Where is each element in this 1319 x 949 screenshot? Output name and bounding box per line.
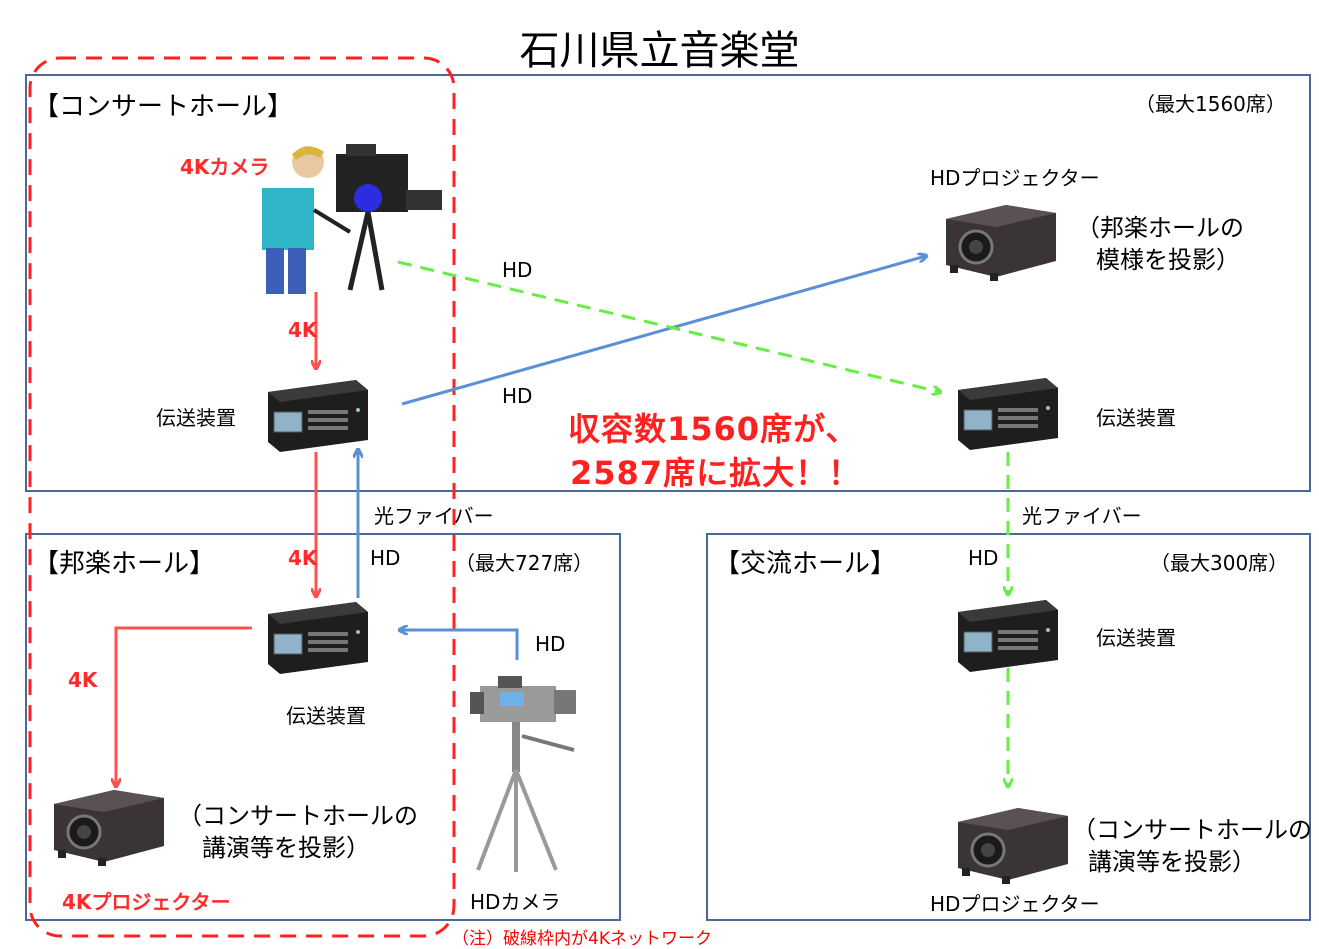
hd-blue-label: HD	[502, 384, 533, 408]
fiber-1-label: 光ファイバー	[374, 504, 494, 528]
hd-up-label: HD	[370, 546, 401, 570]
transmitter-1-label: 伝送装置	[156, 406, 236, 430]
transmitter-1-icon	[267, 379, 369, 453]
transmitter-3-label: 伝送装置	[286, 704, 366, 728]
link-4k-label-a: 4K	[288, 318, 318, 342]
transmitter-2-icon	[957, 377, 1059, 451]
hd-camera-link-label: HD	[535, 632, 566, 656]
transmitter-3-icon	[267, 601, 369, 675]
hogaku-hall-capacity: （最大727席）	[455, 551, 594, 575]
transmitter-2-label: 伝送装置	[1096, 406, 1176, 430]
diagram-title: 石川県立音楽堂	[519, 28, 800, 74]
hd-projector-2-label: HDプロジェクター	[930, 892, 1100, 916]
projector-4k-icon	[52, 788, 166, 868]
koryu-hall-name: 【交流ホール】	[714, 549, 897, 579]
transmitter-4-icon	[957, 599, 1059, 673]
concert-hall-capacity: （最大1560席）	[1135, 92, 1286, 116]
projector-1-desc-2: 模様を投影）	[1096, 246, 1240, 274]
projector-1-desc-1: （邦楽ホールの	[1076, 214, 1244, 242]
hogaku-hall-frame	[25, 533, 621, 921]
hd-projector-1-label: HDプロジェクター	[930, 166, 1100, 190]
hd-green-label: HD	[502, 258, 533, 282]
projector-4k-desc-2: 講演等を投影）	[202, 834, 370, 862]
camera-4k-icon	[262, 144, 442, 294]
headline-line-1: 収容数1560席が、	[568, 410, 859, 448]
transmitter-4-label: 伝送装置	[1096, 626, 1176, 650]
hogaku-hall-name: 【邦楽ホール】	[33, 549, 216, 579]
hd-camera-label: HDカメラ	[470, 890, 561, 914]
link-4k-label-c: 4K	[68, 668, 98, 692]
hd-camera-icon	[470, 676, 576, 872]
headline-line-2: 2587席に拡大！！	[570, 454, 862, 492]
link-4k-label-b: 4K	[288, 546, 318, 570]
arrow-green-camera-to-transmitter	[397, 260, 940, 392]
projector-2-desc-2: 講演等を投影）	[1088, 848, 1256, 876]
hd-projector-2-icon	[956, 806, 1070, 886]
network-4k-frame	[28, 56, 456, 938]
arrow-hogaku-to-4k-projector	[116, 626, 252, 786]
projector-2-desc-1: （コンサートホールの	[1072, 816, 1312, 844]
projector-4k-label: 4Kプロジェクター	[62, 890, 231, 914]
camera-4k-label: 4Kカメラ	[180, 155, 270, 179]
network-note: （注）破線枠内が4Kネットワーク	[452, 929, 712, 949]
projector-4k-desc-1: （コンサートホールの	[178, 802, 418, 830]
hd-projector-1-icon	[944, 203, 1058, 283]
arrow-hd-to-projector	[401, 256, 926, 406]
concert-hall-name: 【コンサートホール】	[33, 92, 294, 122]
hd-koryu-label: HD	[968, 546, 999, 570]
concert-hall-frame	[25, 74, 1311, 492]
fiber-2-label: 光ファイバー	[1022, 504, 1142, 528]
arrow-hd-camera-to-transmitter	[400, 630, 519, 660]
koryu-hall-capacity: （最大300席）	[1150, 551, 1289, 575]
